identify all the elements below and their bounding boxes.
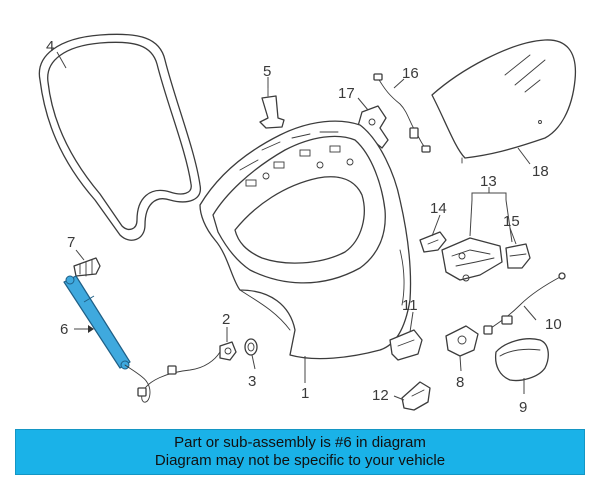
info-banner: Part or sub-assembly is #6 in diagram Di… [15,429,585,475]
fastener-part-2[interactable] [219,341,237,361]
callout-1: 1 [301,385,309,402]
callout-4: 4 [46,38,54,55]
banner-line-1: Part or sub-assembly is #6 in diagram [174,434,426,451]
handle-part-11[interactable] [389,329,423,361]
callout-17: 17 [338,85,355,102]
callout-7: 7 [67,234,75,251]
callout-12: 12 [372,387,389,404]
callout-6: 6 [60,321,68,338]
hinge-bracket-part-5[interactable] [259,87,285,129]
support-strut-part-6[interactable] [63,275,131,370]
strut-wiring [124,351,221,403]
leader-lines [56,51,537,401]
lock-module-part-15[interactable] [505,243,531,269]
callout-18: 18 [532,163,549,180]
callout-15: 15 [503,213,520,230]
grommet-part-3[interactable] [244,338,258,356]
actuator-part-8[interactable] [445,325,479,357]
callout-16: 16 [402,65,419,82]
callout-13-bracket [471,187,507,200]
bracket-part-14[interactable] [419,231,447,253]
callout-2: 2 [222,311,230,328]
clip-part-7[interactable] [73,257,101,277]
callout-11: 11 [402,297,418,314]
wire-harness-part-16[interactable] [373,73,431,153]
callout-5: 5 [263,63,271,80]
callout-6-arrowhead [88,325,94,333]
liftgate-part-1[interactable] [199,120,412,360]
cover-part-9[interactable] [494,338,549,382]
release-cable-part-10[interactable] [483,272,566,335]
callout-8: 8 [456,374,464,391]
callout-3: 3 [248,373,256,390]
callout-9: 9 [519,399,527,416]
back-glass-part-18[interactable] [431,39,577,164]
latch-assembly-part-13[interactable] [441,237,503,282]
weatherstrip-part-4[interactable] [38,33,201,241]
bracket-part-12[interactable] [401,381,431,411]
callout-14: 14 [430,200,447,217]
banner-line-2: Diagram may not be specific to your vehi… [154,452,446,469]
callout-10: 10 [545,316,562,333]
callout-13: 13 [480,173,497,190]
parts-diagram: 4 5 16 17 18 13 14 15 10 11 8 9 12 1 2 3… [38,33,577,416]
